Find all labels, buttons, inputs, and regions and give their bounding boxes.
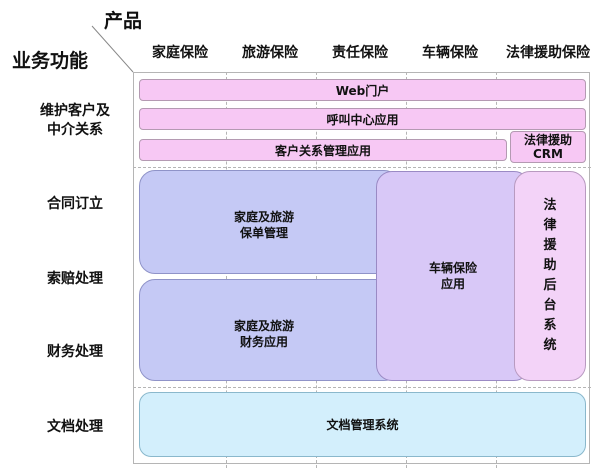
row-divider bbox=[133, 167, 591, 168]
function-finance: 财务处理 bbox=[47, 344, 103, 360]
call-center-bar: 呼叫中心应用 bbox=[139, 108, 586, 130]
legal-backend-label: 法律援助后台系统 bbox=[543, 198, 557, 353]
product-travel-insurance: 旅游保险 bbox=[242, 45, 298, 61]
function-claims: 索赔处理 bbox=[47, 271, 103, 287]
function-contract: 合同订立 bbox=[47, 196, 103, 212]
function-customer-relations: 维护客户及 中介关系 bbox=[40, 103, 110, 138]
legal-crm-bar: 法律援助 CRM bbox=[510, 131, 586, 163]
product-legal-aid-insurance: 法律援助保险 bbox=[506, 45, 590, 61]
product-liability-insurance: 责任保险 bbox=[332, 45, 388, 61]
function-documents: 文档处理 bbox=[47, 419, 103, 435]
web-portal-bar: Web门户 bbox=[139, 79, 586, 101]
legal-crm-label: 法律援助 CRM bbox=[523, 133, 572, 161]
home-travel-finance-box: 家庭及旅游 财务应用 bbox=[139, 279, 400, 381]
function-axis-title: 业务功能 bbox=[12, 50, 89, 72]
call-center-label: 呼叫中心应用 bbox=[326, 112, 399, 127]
vehicle-app-box: 车辆保险 应用 bbox=[376, 171, 530, 381]
matrix-frame bbox=[133, 72, 590, 464]
product-home-insurance: 家庭保险 bbox=[152, 45, 208, 61]
row-divider bbox=[133, 387, 591, 388]
web-portal-label: Web门户 bbox=[335, 83, 390, 98]
home-travel-finance-label: 家庭及旅游 财务应用 bbox=[234, 319, 295, 349]
product-axis-title: 产品 bbox=[104, 10, 143, 32]
vehicle-app-label: 车辆保险 应用 bbox=[428, 261, 477, 291]
crm-bar: 客户关系管理应用 bbox=[139, 139, 507, 161]
product-vehicle-insurance: 车辆保险 bbox=[422, 45, 478, 61]
legal-backend-box: 法律援助后台系统 bbox=[514, 171, 586, 381]
home-travel-policy-label: 家庭及旅游 保单管理 bbox=[234, 210, 295, 240]
document-system-label: 文档管理系统 bbox=[326, 417, 399, 432]
home-travel-policy-box: 家庭及旅游 保单管理 bbox=[139, 170, 400, 274]
document-system-box: 文档管理系统 bbox=[139, 392, 586, 457]
header-diagonal-line bbox=[91, 25, 134, 73]
crm-label: 客户关系管理应用 bbox=[274, 143, 371, 158]
